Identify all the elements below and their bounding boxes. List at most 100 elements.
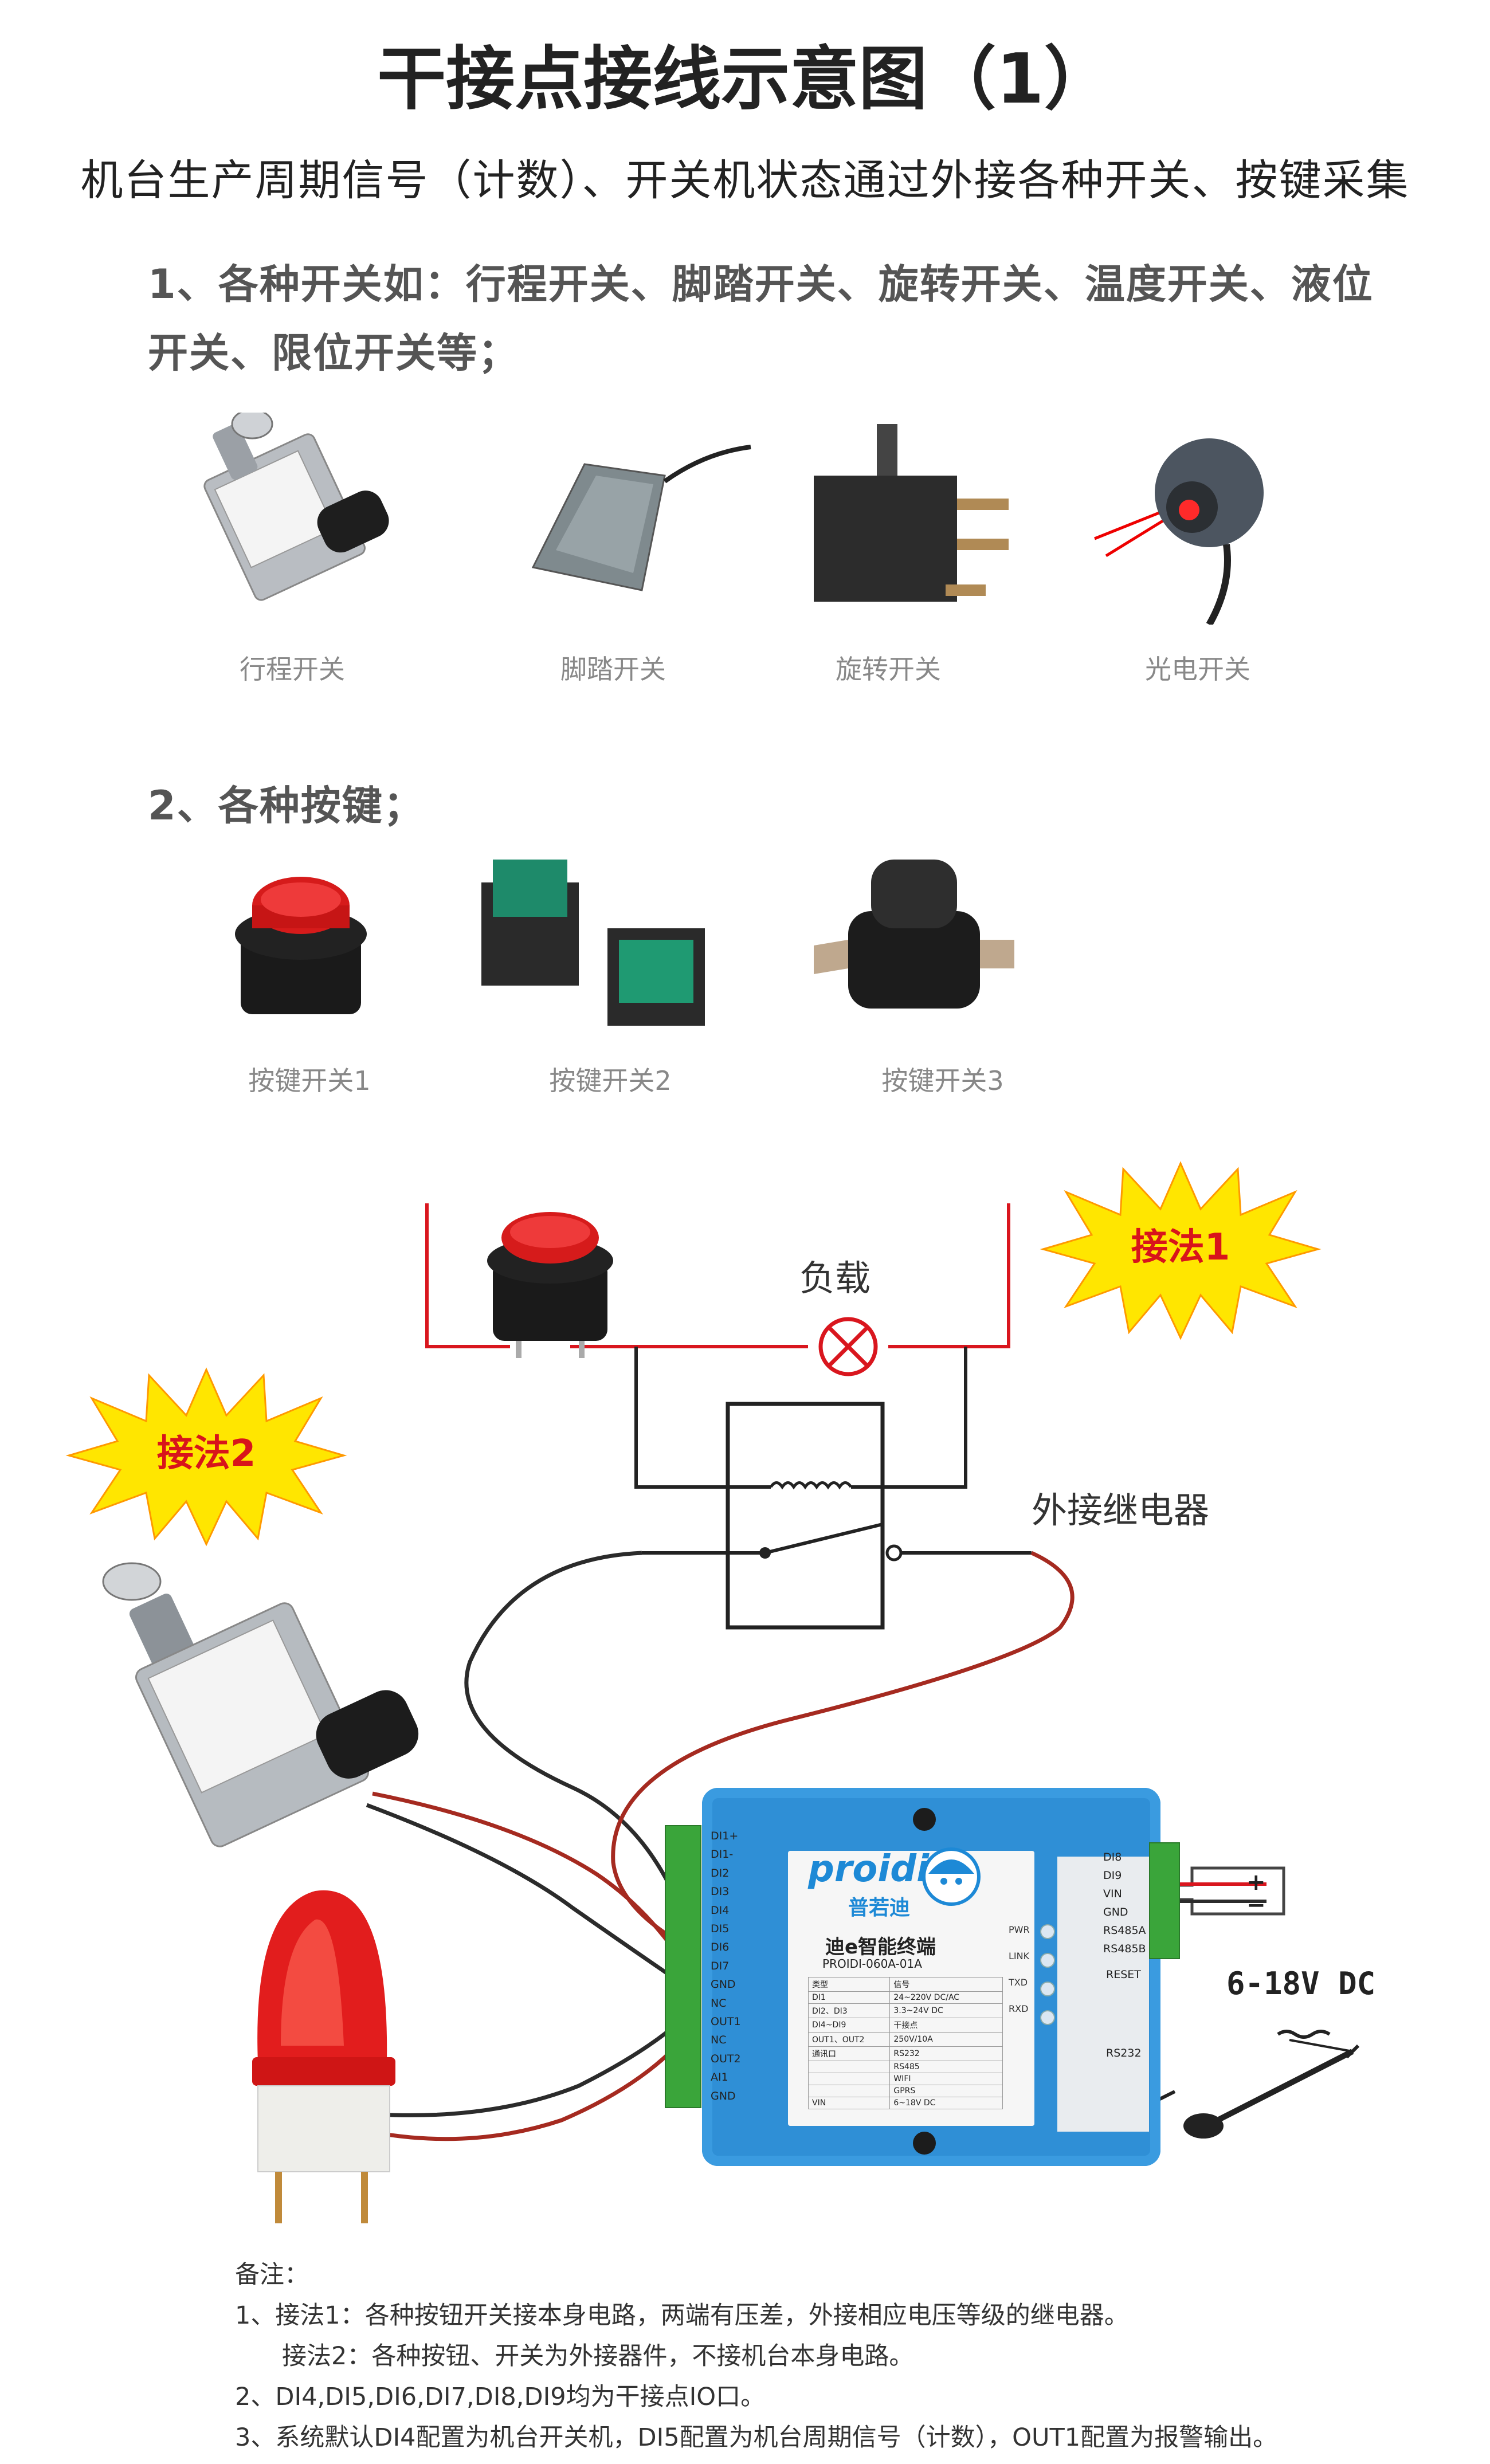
terminal-label: NC: [711, 1996, 727, 2010]
load-label: 负载: [799, 1257, 871, 1299]
terminal-label: DI6: [711, 1941, 730, 1954]
method1-label: 接法1: [1131, 1226, 1230, 1269]
led-link-label: LINK: [1009, 1951, 1030, 1961]
push-button-1-image: [235, 877, 367, 1014]
spec-cell: 24~220V DC/AC: [889, 1991, 1003, 2004]
spec-cell: DI2、DI3: [807, 2003, 891, 2018]
spec-cell: 6~18V DC: [889, 2097, 1003, 2109]
terminal-label-gnd: GND: [1103, 1906, 1128, 1918]
spec-cell: [807, 2073, 891, 2085]
loop-push-button: [487, 1212, 613, 1358]
terminal-label-rs485b: RS485B: [1103, 1943, 1146, 1955]
led-labels: PWR LINK TXD RXD: [1009, 1917, 1030, 2022]
spec-cell: 干接点: [889, 2018, 1003, 2033]
terminal-label: OUT1: [711, 2015, 741, 2029]
red-wire-left: [425, 1203, 510, 1348]
caption-button-3: 按键开关3: [881, 1065, 1004, 1096]
notes-line: 2、DI4,DI5,DI6,DI7,DI8,DI9均为干接点IO口。: [235, 2383, 766, 2411]
method2-burst: [65, 1367, 347, 1547]
caption-limit-switch: 行程开关: [240, 654, 345, 685]
lamp-red-wire: [343, 2035, 687, 2141]
terminal-label: AI1: [711, 2071, 728, 2084]
spec-cell: OUT1、OUT2: [807, 2032, 891, 2047]
spec-cell: WIFI: [889, 2073, 1003, 2085]
caption-foot-switch: 脚踏开关: [560, 654, 666, 685]
led-indicators: [1040, 1924, 1055, 2025]
spec-cell: 通讯口: [807, 2046, 891, 2061]
spec-cell: 250V/10A: [889, 2032, 1003, 2047]
device-model: PROIDI-060A-01A: [822, 1957, 922, 1971]
terminal-label: OUT2: [711, 2052, 741, 2065]
terminal-label-di8: DI8: [1103, 1851, 1122, 1863]
switch-images: [203, 413, 1264, 625]
led-pwr-label: PWR: [1009, 1924, 1030, 1935]
section1-line1: 1、各种开关如：行程开关、脚踏开关、旋转开关、温度开关、液位: [148, 261, 1374, 308]
section1-line2: 开关、限位开关等；: [148, 329, 519, 376]
photo-switch-image: [1094, 438, 1264, 625]
terminal-label: NC: [711, 2034, 727, 2047]
notes-line: 3、系统默认DI4配置为机台开关机，DI5配置为机台周期信号（计数），OUT1配…: [235, 2423, 1278, 2452]
terminal-label: GND: [711, 2089, 736, 2102]
brand-logo: proidi: [808, 1848, 930, 1890]
led-pwr-indicator: [1040, 1924, 1055, 1939]
spec-cell: [807, 2061, 891, 2073]
wiring-diagram: [102, 1203, 1360, 2223]
notes-line: 1、接法1：各种按钮开关接本身电路，两端有压差，外接相应电压等级的继电器。: [235, 2301, 1129, 2330]
caption-rotary-switch: 旋转开关: [836, 654, 941, 685]
relay-black-wire: [464, 1551, 687, 1921]
terminal-label: GND: [711, 1978, 736, 1991]
spec-header-signal: 信号: [889, 1977, 1003, 1992]
relay-red-wire: [611, 1551, 1075, 1948]
rotary-switch-image: [814, 424, 1009, 602]
spec-cell: [807, 2085, 891, 2097]
plus-sign: +: [1246, 1869, 1266, 1896]
push-button-3-image: [814, 860, 1014, 1009]
load-symbol: [818, 1317, 878, 1376]
black-wire-load-left: [634, 1347, 728, 1489]
button-images: [235, 860, 1014, 1026]
black-wire-load-right: [883, 1347, 967, 1489]
spec-cell: VIN: [807, 2097, 891, 2109]
device-screw-top: [913, 1808, 936, 1831]
method1-burst: [1040, 1161, 1322, 1340]
terminal-label-di9: DI9: [1103, 1869, 1122, 1882]
section2-heading: 2、各种按键；: [148, 782, 425, 829]
terminal-label: DI5: [711, 1922, 730, 1936]
brand-cn: 普若迪: [848, 1896, 911, 1920]
device-side-panel: [1057, 1857, 1149, 2132]
caption-photo-switch: 光电开关: [1145, 654, 1250, 685]
lamp-black-wire: [378, 2015, 687, 2117]
switch-red-wire: [372, 1791, 687, 1967]
method2-label: 接法2: [156, 1433, 256, 1475]
spec-cell: RS232: [889, 2046, 1003, 2061]
mascot-icon: [922, 1847, 981, 1906]
alarm-lamp: [252, 1890, 395, 2223]
terminal-label: DI4: [711, 1904, 730, 1917]
spec-cell: GPRS: [889, 2085, 1003, 2097]
spec-header-type: 类型: [807, 1977, 891, 1992]
terminal-label: DI7: [711, 1959, 730, 1972]
page-subtitle: 机台生产周期信号（计数）、开关机状态通过外接各种开关、按键采集: [80, 156, 1410, 205]
device-screw-bottom: [913, 2132, 936, 2155]
terminal-label: DI1-: [711, 1848, 734, 1861]
terminal-label: DI2: [711, 1866, 730, 1880]
notes-heading: 备注：: [235, 2261, 309, 2289]
foot-pedal-image: [531, 445, 751, 591]
device-name: 迪e智能终端: [825, 1936, 936, 1959]
led-rxd-indicator: [1040, 2010, 1055, 2025]
terminal-label: DI1+: [711, 1830, 739, 1842]
left-terminal-labels: DI1+ DI1- DI2 DI3 DI4 DI5 DI6 DI7 GND NC…: [711, 1827, 741, 2105]
terminal-label: DI3: [711, 1885, 730, 1898]
caption-button-2: 按键开关2: [549, 1065, 672, 1096]
spec-cell: RS485: [889, 2061, 1003, 2073]
terminal-label-rs485a: RS485A: [1103, 1924, 1146, 1937]
left-terminal-block: [665, 1825, 701, 2108]
led-link-indicator: [1040, 1953, 1055, 1968]
led-txd-indicator: [1040, 1982, 1055, 1996]
push-button-2-image: [481, 860, 705, 1026]
power-label: 6-18V DC: [1226, 1965, 1376, 2002]
relay-box: [642, 1402, 1032, 1630]
terminal-label-vin: VIN: [1103, 1888, 1122, 1900]
led-txd-label: TXD: [1009, 1977, 1028, 1988]
